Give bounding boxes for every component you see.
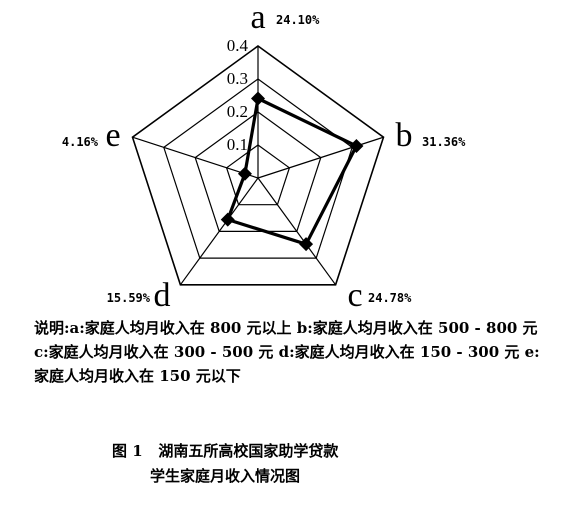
data-point-b	[349, 139, 364, 154]
axis-spoke	[257, 136, 384, 179]
value-label-d: 15.59%	[107, 291, 151, 305]
axis-spoke	[132, 136, 259, 179]
tick-label: 0.3	[227, 69, 248, 88]
value-label-b: 31.36%	[422, 135, 466, 149]
tick-label: 0.2	[227, 102, 248, 121]
tick-label: 0.4	[227, 36, 249, 55]
data-point-d	[220, 212, 235, 227]
data-series	[220, 91, 364, 252]
value-label-e: 4.16%	[62, 135, 99, 149]
figure-caption-line2: 学生家庭月收入情况图	[150, 467, 301, 485]
radar-chart: 0.1 0.2 0.3 0.4a 24.10% b 31.36% c 24.78% d15.59%…	[62, 0, 466, 310]
value-label-a: 24.10%	[276, 13, 320, 27]
axis-spoke	[179, 177, 259, 286]
data-point-a	[251, 91, 265, 106]
chart-labels: 0.1 0.2 0.3 0.4a 24.10% b 31.36% c 24.78% d15.59%…	[62, 0, 466, 310]
data-point-e	[237, 166, 252, 181]
axis-label-c: c	[347, 277, 362, 310]
grid-ring	[225, 144, 291, 206]
grid-ring	[194, 111, 322, 232]
tick-label: 0.1	[227, 135, 248, 154]
axis-spoke	[257, 177, 337, 286]
figure-caption-line1: 图 1 湖南五所高校国家助学贷款	[112, 442, 339, 460]
axis-label-b: b	[396, 117, 413, 154]
series-line	[226, 96, 358, 246]
axis-label-e: e	[105, 117, 120, 154]
axis-label-a: a	[250, 0, 265, 36]
grid-ring	[131, 45, 385, 286]
value-label-c: 24.78%	[368, 291, 412, 305]
data-point-c	[299, 237, 314, 252]
axis-label-d: d	[154, 277, 171, 310]
chart-note: 说明:a:家庭人均月收入在 800 元以上 b:家庭人均月收入在 500 - 8…	[34, 319, 540, 385]
